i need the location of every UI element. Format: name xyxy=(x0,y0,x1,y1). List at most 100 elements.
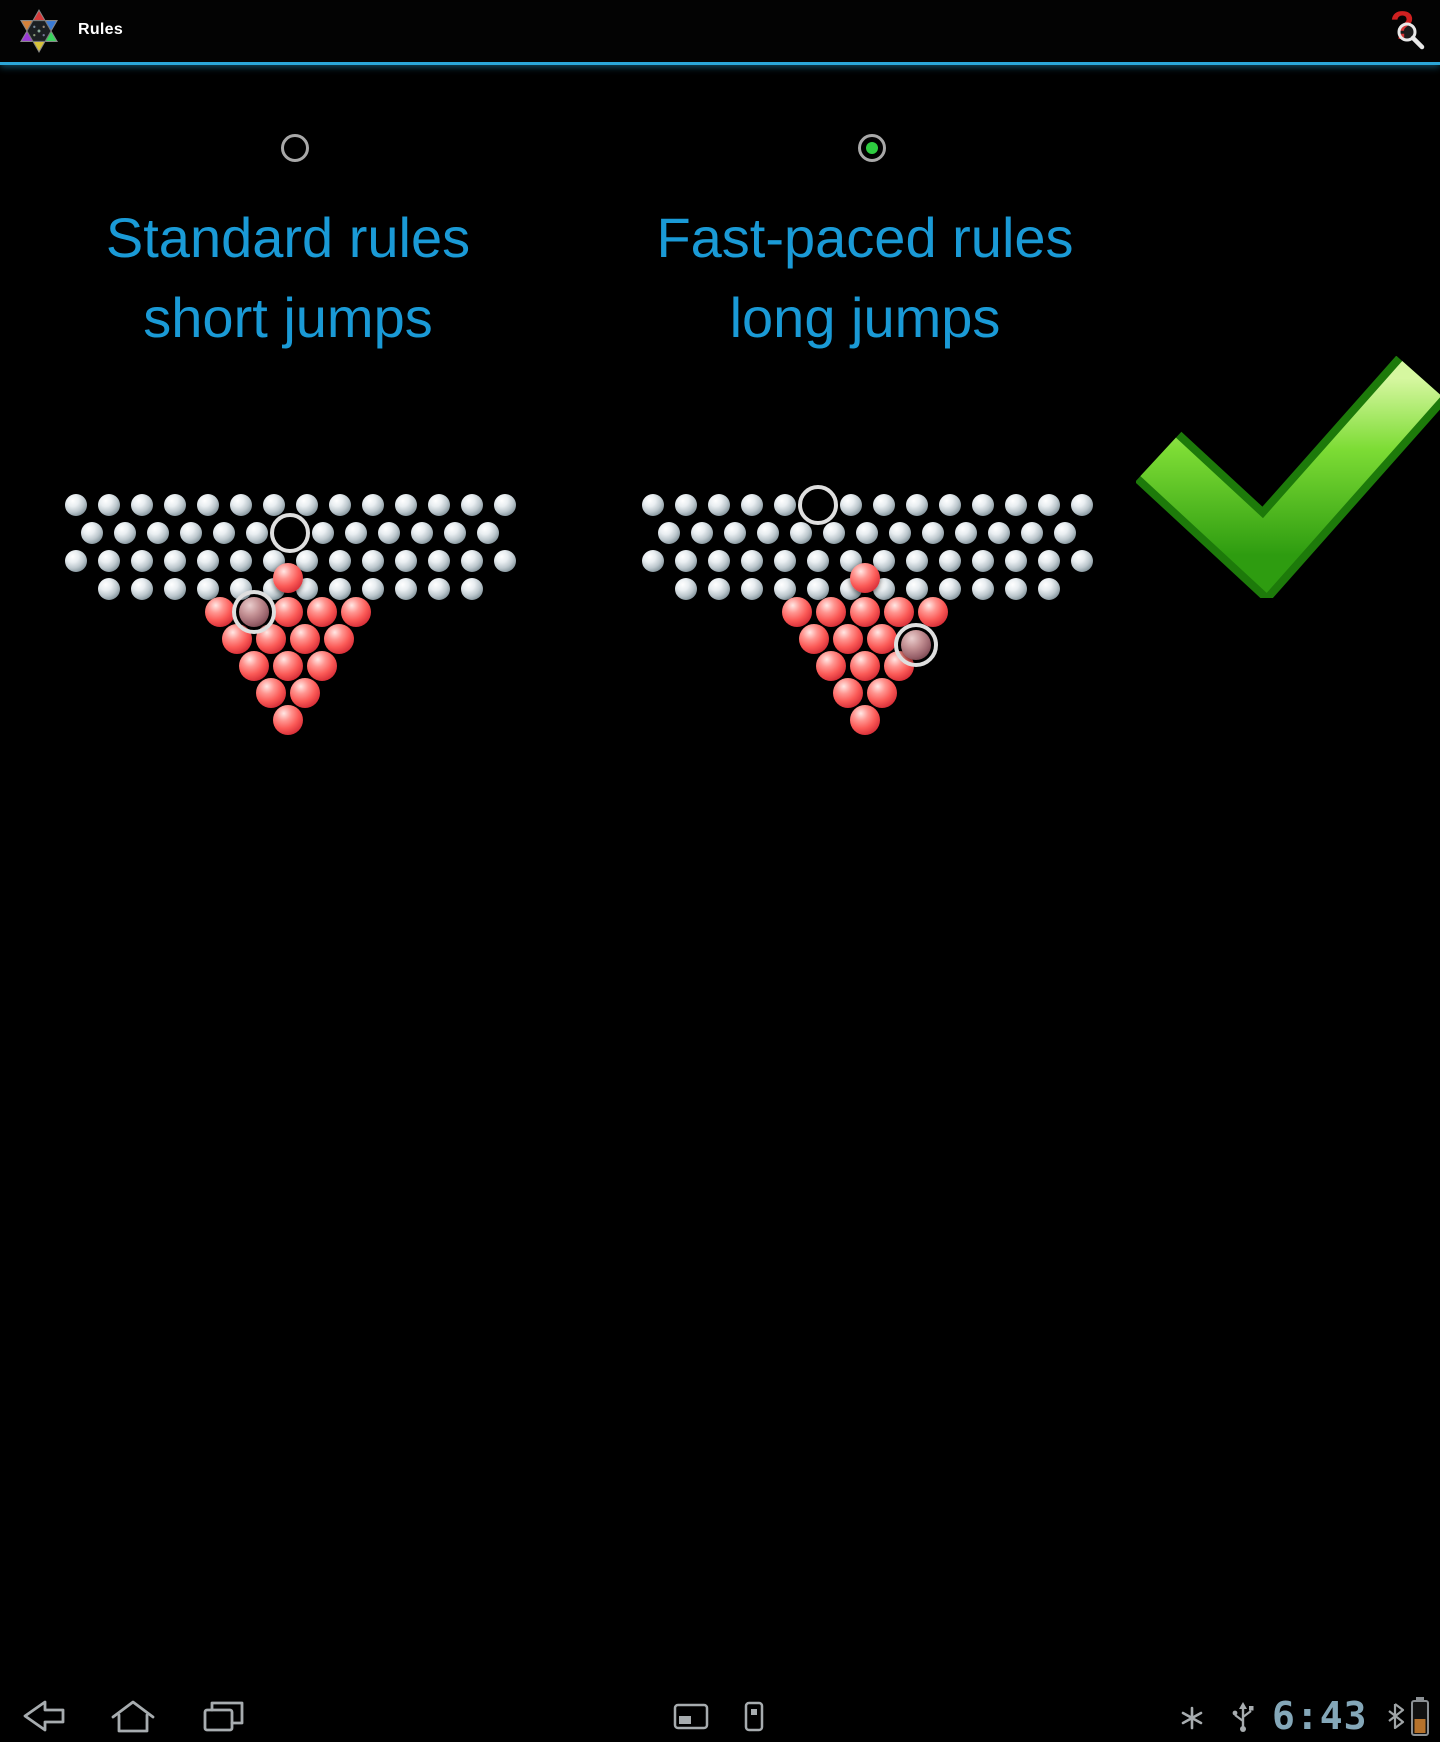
option-line1: Standard rules xyxy=(105,206,471,269)
option-fast-label[interactable]: Fast-paced rules long jumps xyxy=(585,198,1145,358)
red-peg xyxy=(290,678,320,708)
gray-peg xyxy=(658,522,680,544)
usb-device-status-icon[interactable] xyxy=(742,1701,766,1737)
app-icon[interactable] xyxy=(16,8,62,54)
radio-fast-paced-rules[interactable] xyxy=(858,134,886,162)
red-peg xyxy=(273,651,303,681)
gray-peg xyxy=(1054,522,1076,544)
gray-peg xyxy=(395,578,417,600)
gray-peg xyxy=(708,494,730,516)
gray-peg xyxy=(774,578,796,600)
gray-peg xyxy=(906,494,928,516)
home-button[interactable] xyxy=(108,1695,160,1737)
red-peg xyxy=(273,597,303,627)
gray-peg xyxy=(362,550,384,572)
gray-peg xyxy=(1038,550,1060,572)
red-peg xyxy=(850,651,880,681)
gray-peg xyxy=(873,550,895,572)
gray-peg xyxy=(939,578,961,600)
gray-peg xyxy=(477,522,499,544)
ring-highlight xyxy=(232,590,276,634)
gray-peg xyxy=(675,578,697,600)
page-title: Rules xyxy=(78,21,124,38)
gray-peg xyxy=(98,494,120,516)
red-peg xyxy=(273,563,303,593)
gray-peg xyxy=(98,578,120,600)
gray-peg xyxy=(1005,550,1027,572)
gray-peg xyxy=(741,494,763,516)
screenshot-status-icon[interactable] xyxy=(672,1702,710,1737)
gray-peg xyxy=(131,494,153,516)
red-peg xyxy=(782,597,812,627)
red-peg xyxy=(850,597,880,627)
confirm-check-button[interactable] xyxy=(1134,355,1440,605)
recent-apps-button[interactable] xyxy=(198,1695,250,1737)
gray-peg xyxy=(1071,550,1093,572)
gray-peg xyxy=(906,578,928,600)
radio-standard-rules[interactable] xyxy=(281,134,309,162)
gray-peg xyxy=(428,550,450,572)
gray-peg xyxy=(757,522,779,544)
boards-layer xyxy=(0,0,1440,844)
gray-peg xyxy=(461,494,483,516)
usb-debug-icon xyxy=(1180,1706,1204,1735)
gray-peg xyxy=(790,522,812,544)
red-peg xyxy=(833,678,863,708)
gray-peg xyxy=(98,550,120,572)
gray-peg xyxy=(1071,494,1093,516)
green-checkmark-icon xyxy=(1134,355,1440,605)
gray-peg xyxy=(988,522,1010,544)
gray-peg xyxy=(180,522,202,544)
gray-peg xyxy=(823,522,845,544)
system-bar: 6:43 xyxy=(0,844,1440,1738)
red-peg xyxy=(884,597,914,627)
gray-peg xyxy=(873,494,895,516)
gray-peg xyxy=(296,550,318,572)
ring-highlight xyxy=(894,623,938,667)
gray-peg xyxy=(461,550,483,572)
red-peg xyxy=(833,624,863,654)
gray-peg xyxy=(1005,494,1027,516)
gray-peg xyxy=(939,550,961,572)
gray-peg xyxy=(312,522,334,544)
red-peg xyxy=(239,651,269,681)
gray-peg xyxy=(428,494,450,516)
help-button[interactable]: ? xyxy=(1382,4,1428,54)
gray-peg xyxy=(922,522,944,544)
red-peg xyxy=(307,651,337,681)
gray-peg xyxy=(972,550,994,572)
option-standard-label[interactable]: Standard rules short jumps xyxy=(8,198,568,358)
red-peg xyxy=(867,624,897,654)
battery-icon xyxy=(1408,1695,1432,1742)
gray-peg xyxy=(444,522,466,544)
hexagram-board-icon xyxy=(20,9,58,53)
red-peg xyxy=(867,678,897,708)
gray-peg xyxy=(213,522,235,544)
gray-peg xyxy=(329,578,351,600)
red-peg xyxy=(307,597,337,627)
red-peg xyxy=(918,597,948,627)
gray-peg xyxy=(197,494,219,516)
gray-peg xyxy=(197,550,219,572)
clock: 6:43 xyxy=(1272,1694,1368,1738)
gray-peg xyxy=(395,494,417,516)
gray-peg xyxy=(65,494,87,516)
gray-peg xyxy=(708,550,730,572)
gray-peg xyxy=(741,550,763,572)
gray-peg xyxy=(889,522,911,544)
back-button[interactable] xyxy=(18,1695,70,1737)
gray-peg xyxy=(642,550,664,572)
red-peg xyxy=(799,624,829,654)
home-icon xyxy=(111,1700,155,1733)
red-peg xyxy=(205,597,235,627)
gray-peg xyxy=(774,550,796,572)
gray-peg xyxy=(939,494,961,516)
gray-peg xyxy=(65,550,87,572)
magnifier-icon xyxy=(1397,22,1425,50)
back-arrow-icon xyxy=(23,1700,65,1732)
red-peg xyxy=(324,624,354,654)
gray-peg xyxy=(955,522,977,544)
gray-peg xyxy=(114,522,136,544)
gray-peg xyxy=(345,522,367,544)
